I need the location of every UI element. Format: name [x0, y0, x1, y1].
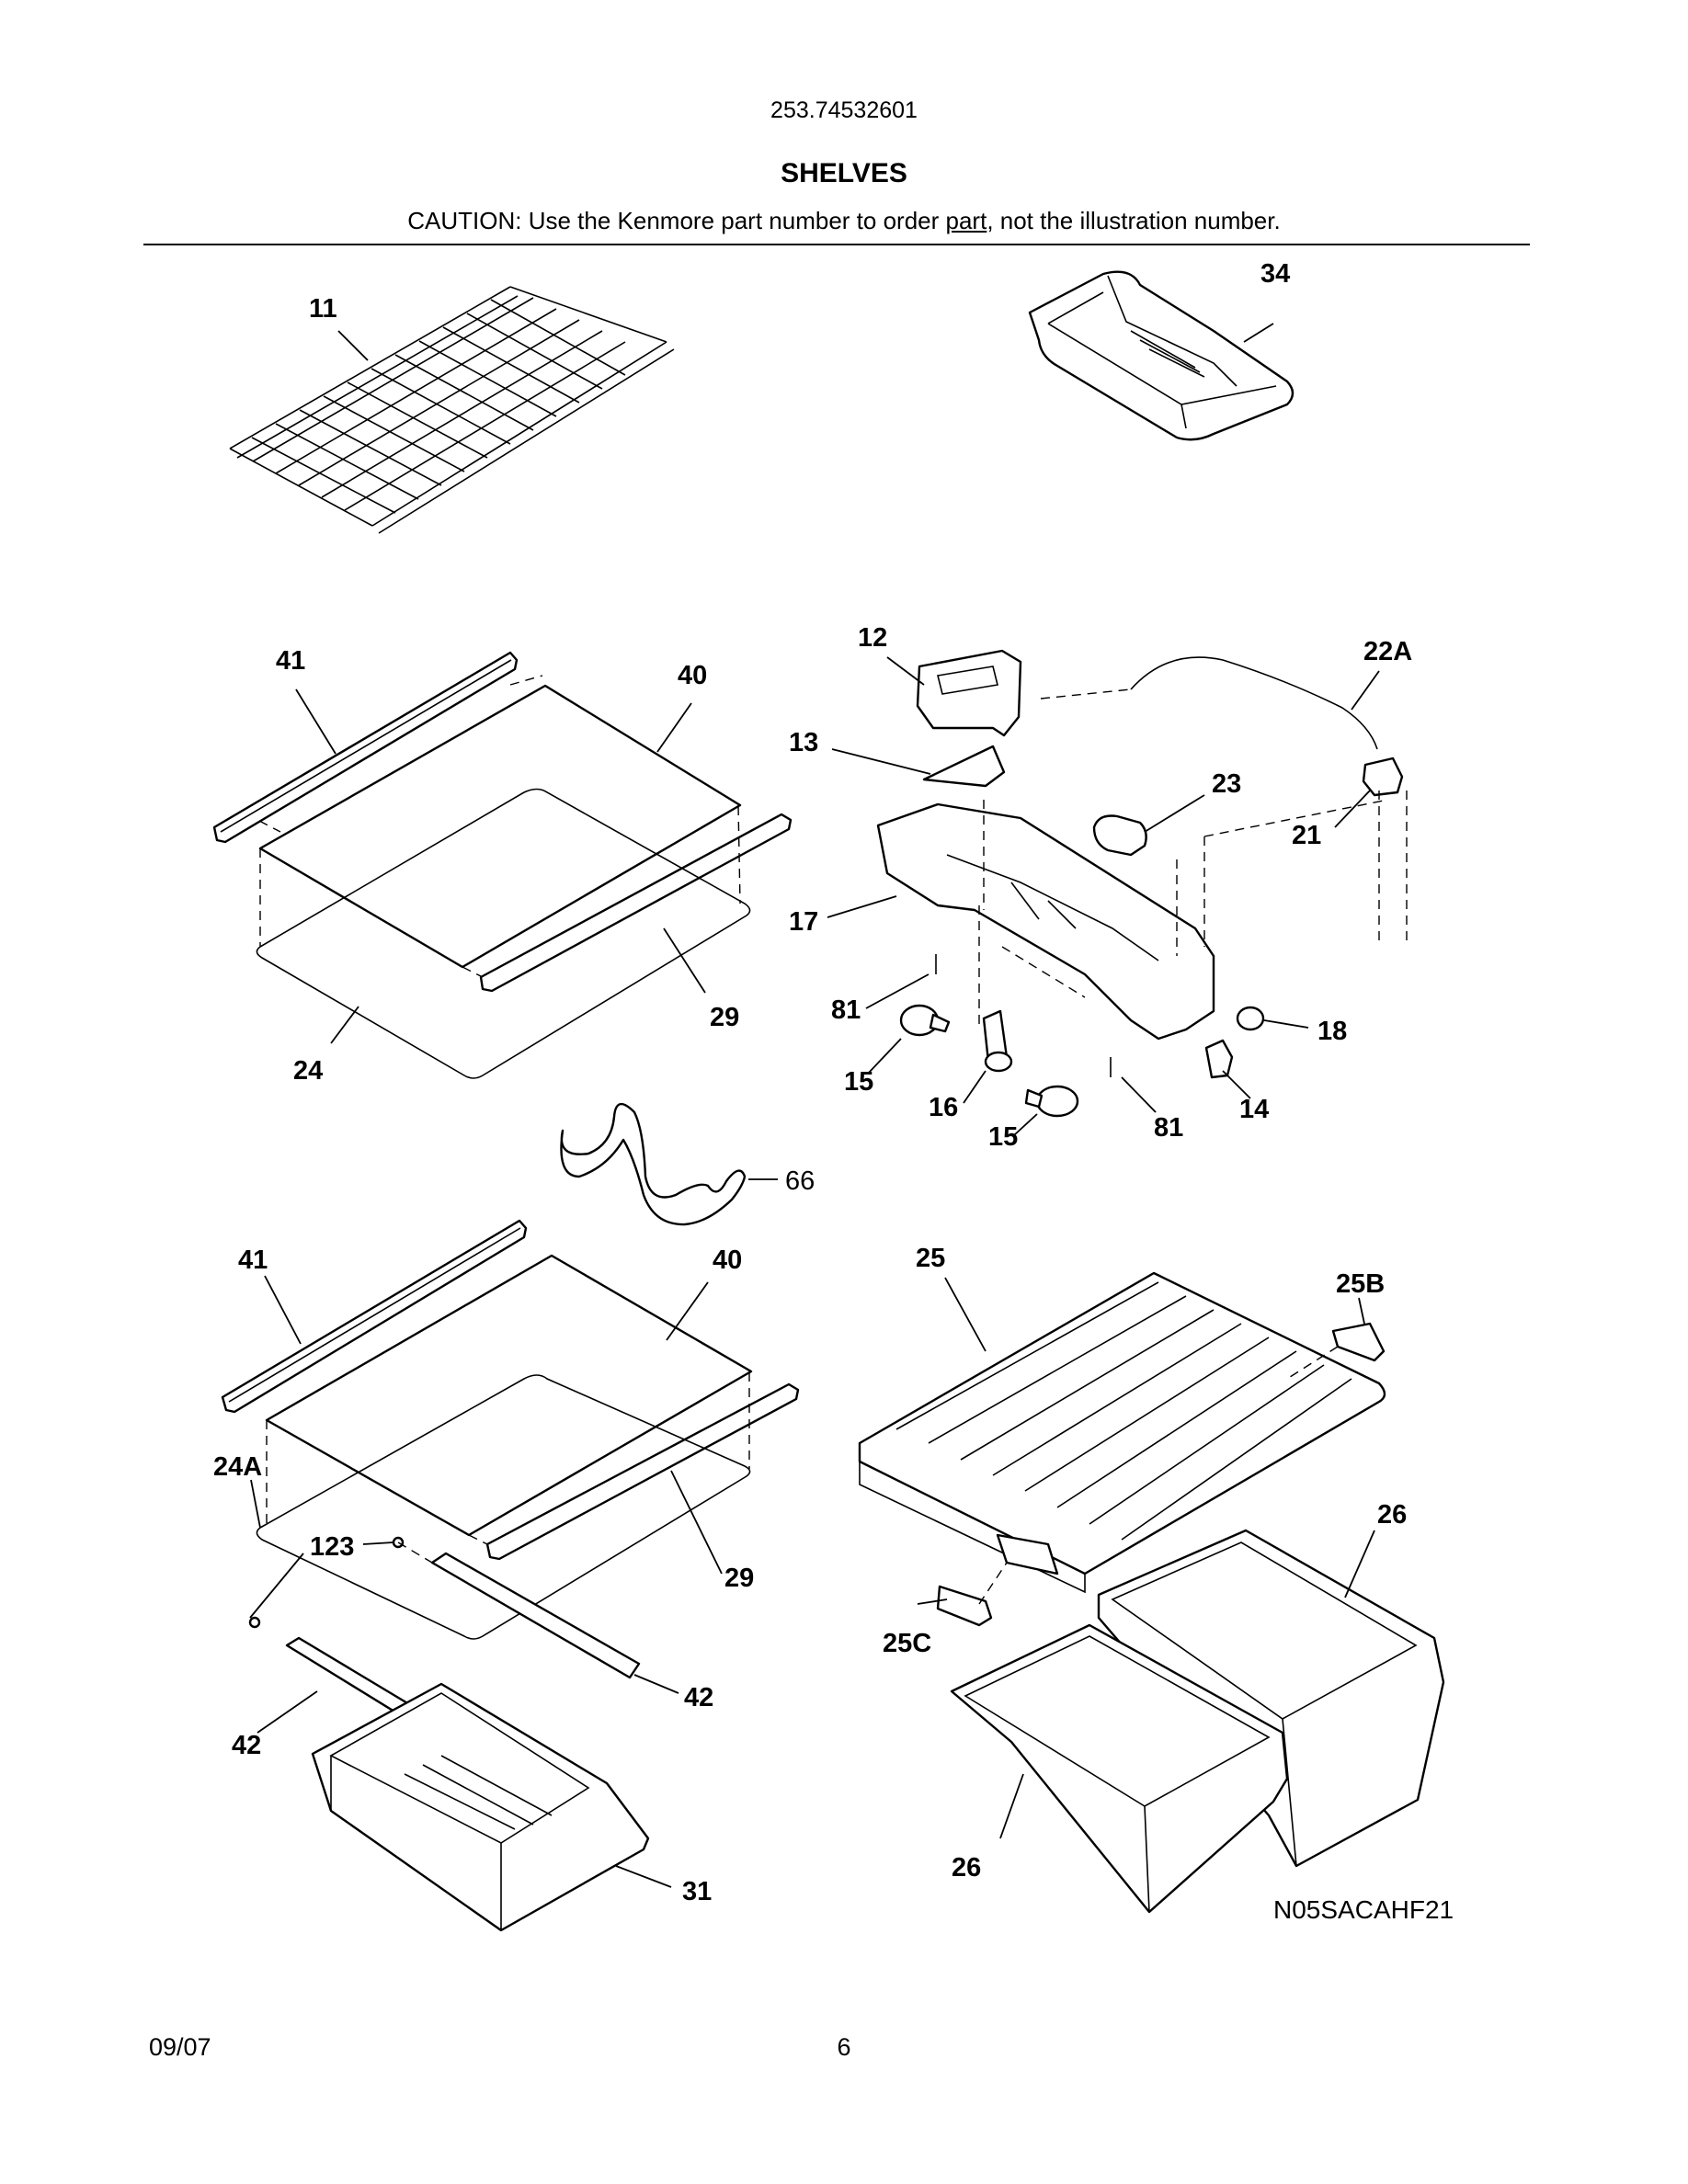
part-22a-wire-harness — [1040, 656, 1378, 750]
callout-16: 16 — [929, 1093, 958, 1122]
page-number: 6 — [837, 2033, 851, 2061]
callout-42-left: 42 — [232, 1731, 261, 1760]
diagram-code: N05SACAHF21 — [1273, 1895, 1454, 1924]
callout-42-right: 42 — [684, 1683, 713, 1712]
callout-25: 25 — [916, 1244, 945, 1273]
part-11-wire-shelf — [229, 286, 675, 534]
part-25b-bracket — [1331, 1322, 1386, 1362]
lower-left-assembly-lines — [266, 1372, 750, 1564]
part-26-drawer-right — [1097, 1529, 1445, 1868]
callout-11: 11 — [309, 294, 337, 324]
part-31-crisper-drawer — [311, 1682, 650, 1932]
part-25-crisper-cover — [858, 1271, 1386, 1594]
part-123-screw-lower — [248, 1616, 261, 1629]
callout-12: 12 — [858, 623, 887, 653]
part-12-cover — [916, 649, 1022, 737]
part-40-glass-shelf-lower — [265, 1254, 753, 1537]
part-40-glass-shelf-upper — [258, 684, 742, 969]
light-assembly-lines — [978, 791, 1408, 1029]
callout-18: 18 — [1317, 1017, 1347, 1046]
callout-25b: 25B — [1336, 1269, 1385, 1299]
callout-labels: 11 34 41 40 29 24 12 22A 13 23 21 17 81 … — [213, 259, 1412, 1906]
callout-29-lower: 29 — [724, 1564, 754, 1593]
callout-81-right: 81 — [1154, 1113, 1183, 1143]
part-15-bulb-right — [1024, 1085, 1079, 1118]
part-24a-shelf-frame-lower — [256, 1374, 751, 1640]
callout-31: 31 — [682, 1877, 712, 1906]
part-21-switch — [1362, 756, 1404, 797]
part-25c-bracket — [936, 1585, 993, 1627]
part-66-wire-rack — [560, 1103, 747, 1226]
caution-prefix: CAUTION: Use the Kenmore part number to … — [407, 207, 946, 234]
callout-26-right: 26 — [1377, 1500, 1407, 1530]
part-15-bulb-left — [899, 1004, 951, 1037]
callout-29-upper: 29 — [710, 1003, 739, 1032]
leader-lines — [249, 323, 1380, 1888]
callout-41-upper: 41 — [276, 646, 305, 676]
callout-15-right: 15 — [988, 1122, 1018, 1152]
part-29-rear-trim-lower — [485, 1382, 800, 1561]
part-13-lens — [922, 745, 1006, 788]
part-16-socket — [982, 1009, 1013, 1073]
crisper-cover-assembly-lines — [978, 1346, 1339, 1605]
caution-underlined: part — [945, 207, 987, 234]
part-18-knob — [1236, 1006, 1265, 1031]
part-41-front-trim-lower — [221, 1219, 528, 1414]
part-14-switch — [1204, 1039, 1234, 1079]
callout-21: 21 — [1292, 821, 1321, 850]
part-42-rail-right — [430, 1552, 641, 1679]
part-34-snack-pan — [1028, 270, 1295, 441]
header-rule — [143, 244, 1530, 245]
callout-25c: 25C — [883, 1629, 931, 1658]
callout-24a: 24A — [213, 1452, 262, 1482]
callout-15-left: 15 — [844, 1067, 873, 1097]
part-23-thermostat — [1092, 814, 1147, 857]
footer-date: 09/07 — [149, 2033, 211, 2061]
callout-14: 14 — [1239, 1095, 1269, 1124]
callout-17: 17 — [789, 907, 818, 937]
callout-22a: 22A — [1363, 637, 1412, 666]
model-number: 253.74532601 — [770, 97, 918, 123]
upper-left-assembly-lines — [258, 675, 741, 978]
callout-123: 123 — [310, 1532, 354, 1562]
callout-13: 13 — [789, 728, 818, 757]
caution-suffix: , not the illustration number. — [987, 207, 1281, 234]
part-17-control-housing — [876, 802, 1215, 1041]
part-41-front-trim-upper — [212, 651, 519, 844]
callout-40-upper: 40 — [678, 661, 707, 690]
callout-24: 24 — [293, 1056, 323, 1086]
callout-66: 66 — [785, 1166, 815, 1196]
callout-81-left: 81 — [831, 995, 861, 1025]
caution-note: CAUTION: Use the Kenmore part number to … — [0, 207, 1688, 235]
part-29-rear-trim-upper — [479, 813, 793, 993]
part-26-drawer-left — [950, 1623, 1289, 1914]
callout-40-lower: 40 — [713, 1246, 742, 1275]
callout-34: 34 — [1260, 259, 1290, 289]
part-24-shelf-frame-upper — [256, 788, 751, 1079]
section-title: SHELVES — [781, 158, 907, 188]
callout-41-lower: 41 — [238, 1246, 268, 1275]
callout-26-left: 26 — [952, 1853, 981, 1883]
callout-23: 23 — [1212, 769, 1241, 799]
